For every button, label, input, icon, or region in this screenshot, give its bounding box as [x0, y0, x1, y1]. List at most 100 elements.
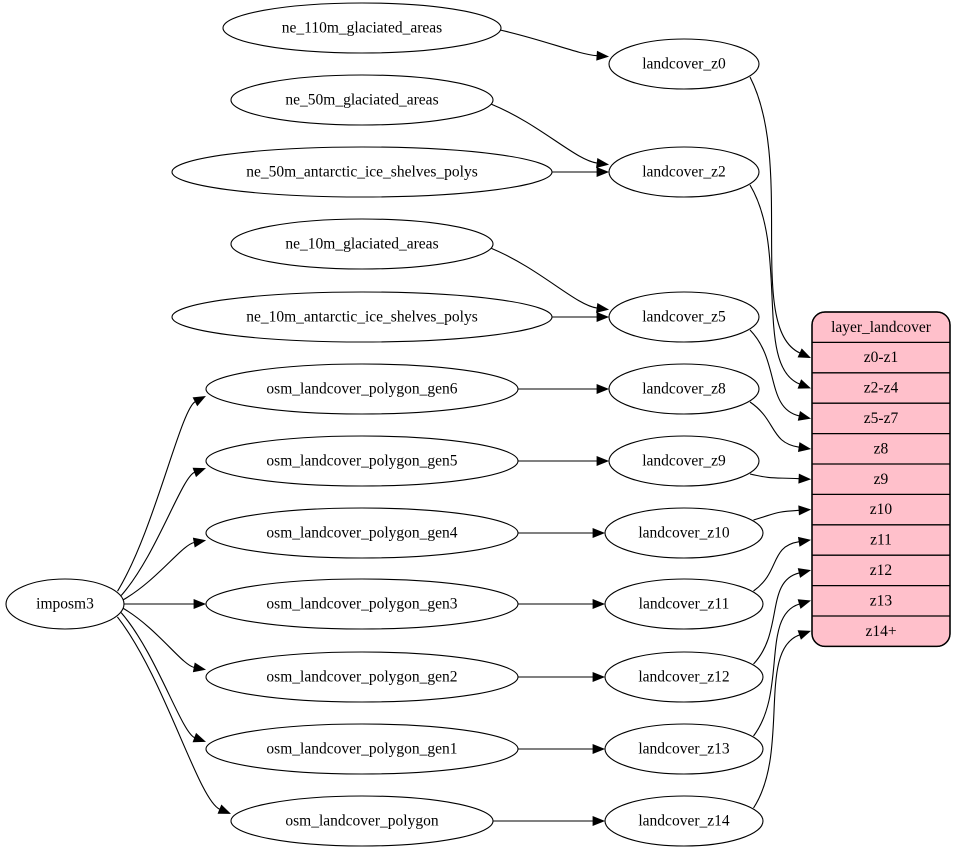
node-ellipse-layer[interactable]	[608, 38, 760, 90]
node-ellipse-layer[interactable]	[608, 146, 760, 198]
node-ellipse-input[interactable]	[205, 507, 519, 559]
table-row-z14+[interactable]: z14+	[812, 615, 950, 646]
node-landcover_z12[interactable]: landcover_z12	[604, 651, 764, 703]
node-landcover_z13[interactable]: landcover_z13	[604, 723, 764, 775]
node-label: landcover_z14	[638, 813, 729, 830]
node-osm_landcover_polygon_gen5[interactable]: osm_landcover_polygon_gen5	[205, 435, 519, 487]
table-row-z11[interactable]: z11	[812, 524, 950, 555]
table-row-z10[interactable]: z10	[812, 493, 950, 524]
node-ellipse-source[interactable]	[5, 578, 125, 630]
node-ne_110m_glaciated_areas[interactable]: ne_110m_glaciated_areas	[222, 2, 502, 54]
arrowhead-icon	[797, 536, 812, 547]
node-osm_landcover_polygon_gen3[interactable]: osm_landcover_polygon_gen3	[205, 578, 519, 630]
edge-path	[753, 509, 800, 521]
node-osm_landcover_polygon[interactable]: osm_landcover_polygon	[230, 795, 494, 847]
node-label: osm_landcover_polygon_gen5	[266, 453, 457, 470]
node-landcover_z0[interactable]: landcover_z0	[608, 38, 760, 90]
arrowhead-icon	[592, 816, 606, 826]
edge-path	[491, 247, 598, 309]
edge-ne_10m_antarctic_ice_shelves_polys-to-landcover_z5	[552, 312, 610, 322]
node-ellipse-layer[interactable]	[608, 435, 760, 487]
edge-path	[500, 29, 598, 57]
edge-landcover_z10-to-z10	[753, 505, 812, 521]
arrowhead-icon	[797, 348, 811, 359]
table-row-z8[interactable]: z8	[812, 432, 950, 464]
table-header-label: layer_landcover	[831, 319, 932, 336]
edge-path	[116, 616, 221, 810]
node-osm_landcover_polygon_gen4[interactable]: osm_landcover_polygon_gen4	[205, 507, 519, 559]
edge-landcover_z0-to-z0-z1	[749, 76, 811, 359]
node-ellipse-input[interactable]	[230, 218, 494, 270]
node-label: landcover_z10	[638, 525, 729, 542]
arrowhead-icon	[192, 467, 207, 478]
edge-path	[123, 607, 195, 668]
edge-osm_landcover_polygon_gen2-to-landcover_z12	[518, 672, 606, 682]
edge-path	[123, 541, 195, 601]
arrowhead-icon	[797, 599, 812, 609]
node-ellipse-input[interactable]	[171, 291, 553, 343]
edge-ne_50m_glaciated_areas-to-landcover_z2	[491, 103, 610, 168]
node-osm_landcover_polygon_gen2[interactable]: osm_landcover_polygon_gen2	[205, 651, 519, 703]
node-ellipse-layer[interactable]	[604, 578, 764, 630]
node-ellipse-layer[interactable]	[604, 795, 764, 847]
table-row-label: z12	[870, 562, 892, 579]
table-row-label: z0-z1	[864, 349, 898, 366]
node-ellipse-layer[interactable]	[604, 723, 764, 775]
edge-path	[749, 401, 800, 448]
node-ellipse-input[interactable]	[171, 146, 553, 198]
table-row-label: z8	[874, 440, 889, 457]
node-label: landcover_z5	[642, 309, 726, 326]
table-row-z9[interactable]: z9	[812, 463, 950, 494]
node-ellipse-layer[interactable]	[608, 363, 760, 415]
node-landcover_z14[interactable]: landcover_z14	[604, 795, 764, 847]
node-label: osm_landcover_polygon_gen3	[266, 596, 457, 613]
arrowhead-icon	[596, 384, 610, 394]
table-row-z13[interactable]: z13	[812, 584, 950, 616]
table-row-label: z11	[870, 532, 892, 549]
table-row-z12[interactable]: z12	[812, 554, 950, 585]
node-ellipse-input[interactable]	[205, 363, 519, 415]
node-ellipse-input[interactable]	[230, 795, 494, 847]
arrowhead-icon	[797, 442, 812, 453]
node-ellipse-input[interactable]	[230, 74, 494, 126]
node-landcover_z11[interactable]: landcover_z11	[604, 578, 764, 630]
node-ellipse-layer[interactable]	[608, 291, 760, 343]
arrowhead-icon	[592, 528, 606, 538]
node-imposm3[interactable]: imposm3	[5, 578, 125, 630]
node-ellipse-input[interactable]	[205, 578, 519, 630]
node-ellipse-layer[interactable]	[604, 507, 764, 559]
node-label: osm_landcover_polygon_gen6	[266, 381, 457, 398]
edge-imposm3-to-osm_landcover_polygon_gen1	[120, 612, 207, 743]
node-osm_landcover_polygon_gen1[interactable]: osm_landcover_polygon_gen1	[205, 723, 519, 775]
arrowhead-icon	[798, 505, 812, 516]
node-ellipse-layer[interactable]	[604, 651, 764, 703]
node-landcover_z5[interactable]: landcover_z5	[608, 291, 760, 343]
edge-landcover_z11-to-z11	[753, 536, 812, 592]
node-ne_10m_antarctic_ice_shelves_polys[interactable]: ne_10m_antarctic_ice_shelves_polys	[171, 291, 553, 343]
node-landcover_z10[interactable]: landcover_z10	[604, 507, 764, 559]
node-osm_landcover_polygon_gen6[interactable]: osm_landcover_polygon_gen6	[205, 363, 519, 415]
edge-path	[753, 634, 800, 809]
node-ellipse-input[interactable]	[205, 651, 519, 703]
node-ne_10m_glaciated_areas[interactable]: ne_10m_glaciated_areas	[230, 218, 494, 270]
table-row-z0-z1[interactable]: z0-z1	[812, 342, 950, 372]
arrowhead-icon	[596, 312, 610, 322]
node-ellipse-input[interactable]	[205, 723, 519, 775]
table-row-z5-z7[interactable]: z5-z7	[812, 402, 950, 433]
node-label: ne_110m_glaciated_areas	[282, 20, 442, 37]
table-row-z2-z4[interactable]: z2-z4	[812, 372, 950, 403]
node-ellipse-input[interactable]	[205, 435, 519, 487]
edge-path	[120, 612, 195, 739]
node-landcover_z9[interactable]: landcover_z9	[608, 435, 760, 487]
node-ne_50m_antarctic_ice_shelves_polys[interactable]: ne_50m_antarctic_ice_shelves_polys	[171, 146, 553, 198]
node-landcover_z8[interactable]: landcover_z8	[608, 363, 760, 415]
arrowhead-icon	[596, 167, 610, 177]
node-label: imposm3	[36, 596, 94, 613]
node-label: landcover_z9	[642, 453, 726, 470]
table-row-label: z2-z4	[864, 380, 899, 397]
node-label: ne_50m_glaciated_areas	[285, 92, 438, 109]
node-ellipse-input[interactable]	[222, 2, 502, 54]
node-landcover_z2[interactable]: landcover_z2	[608, 146, 760, 198]
node-ne_50m_glaciated_areas[interactable]: ne_50m_glaciated_areas	[230, 74, 494, 126]
